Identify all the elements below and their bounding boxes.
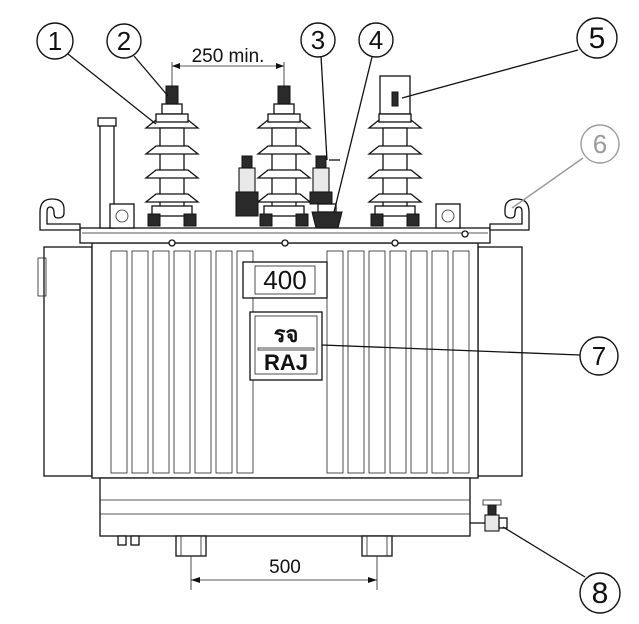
rating-plate-text: 400 [263, 265, 306, 295]
callout-6: 6 [580, 124, 620, 164]
base-frame [99, 477, 471, 557]
lifting-lug-left [39, 198, 81, 231]
callout-7: 7 [579, 336, 619, 376]
callout-5-label: 5 [589, 22, 606, 55]
callout-5: 5 [576, 17, 618, 59]
callout-4-label: 4 [369, 25, 383, 55]
callout-4: 4 [358, 22, 394, 58]
dimension-bushing-label: 250 min. [192, 46, 265, 67]
dimension-wheel-spacing: 500 [190, 556, 378, 590]
callout-8: 8 [579, 572, 621, 614]
logo-plate: รจ RAJ [249, 311, 323, 381]
rating-plate: 400 [242, 261, 328, 299]
callout-1: 1 [36, 22, 74, 60]
dimension-wheel-label: 500 [269, 557, 301, 578]
lid-details [97, 117, 469, 247]
callout-2: 2 [106, 23, 142, 59]
callout-2-label: 2 [117, 26, 131, 56]
lv-bushings [235, 155, 340, 217]
oil-level-device [311, 203, 343, 229]
callout-3: 3 [300, 22, 336, 58]
callout-8-label: 8 [592, 577, 609, 610]
hv-bushing-3 [367, 75, 423, 227]
hv-bushing-1 [144, 85, 200, 227]
callout-3-label: 3 [311, 25, 325, 55]
callout-6-label: 6 [593, 129, 607, 159]
drain-valve [470, 499, 508, 532]
dimension-bushing-spacing: 250 min. [171, 46, 285, 88]
logo-script-text: รจ [274, 322, 299, 347]
callout-1-label: 1 [48, 26, 62, 56]
logo-brand-text: RAJ [264, 350, 308, 375]
hv-bushing-2 [256, 85, 312, 227]
callout-7-label: 7 [592, 341, 606, 371]
lifting-lug-right [489, 198, 530, 231]
leader-lines [67, 49, 586, 578]
